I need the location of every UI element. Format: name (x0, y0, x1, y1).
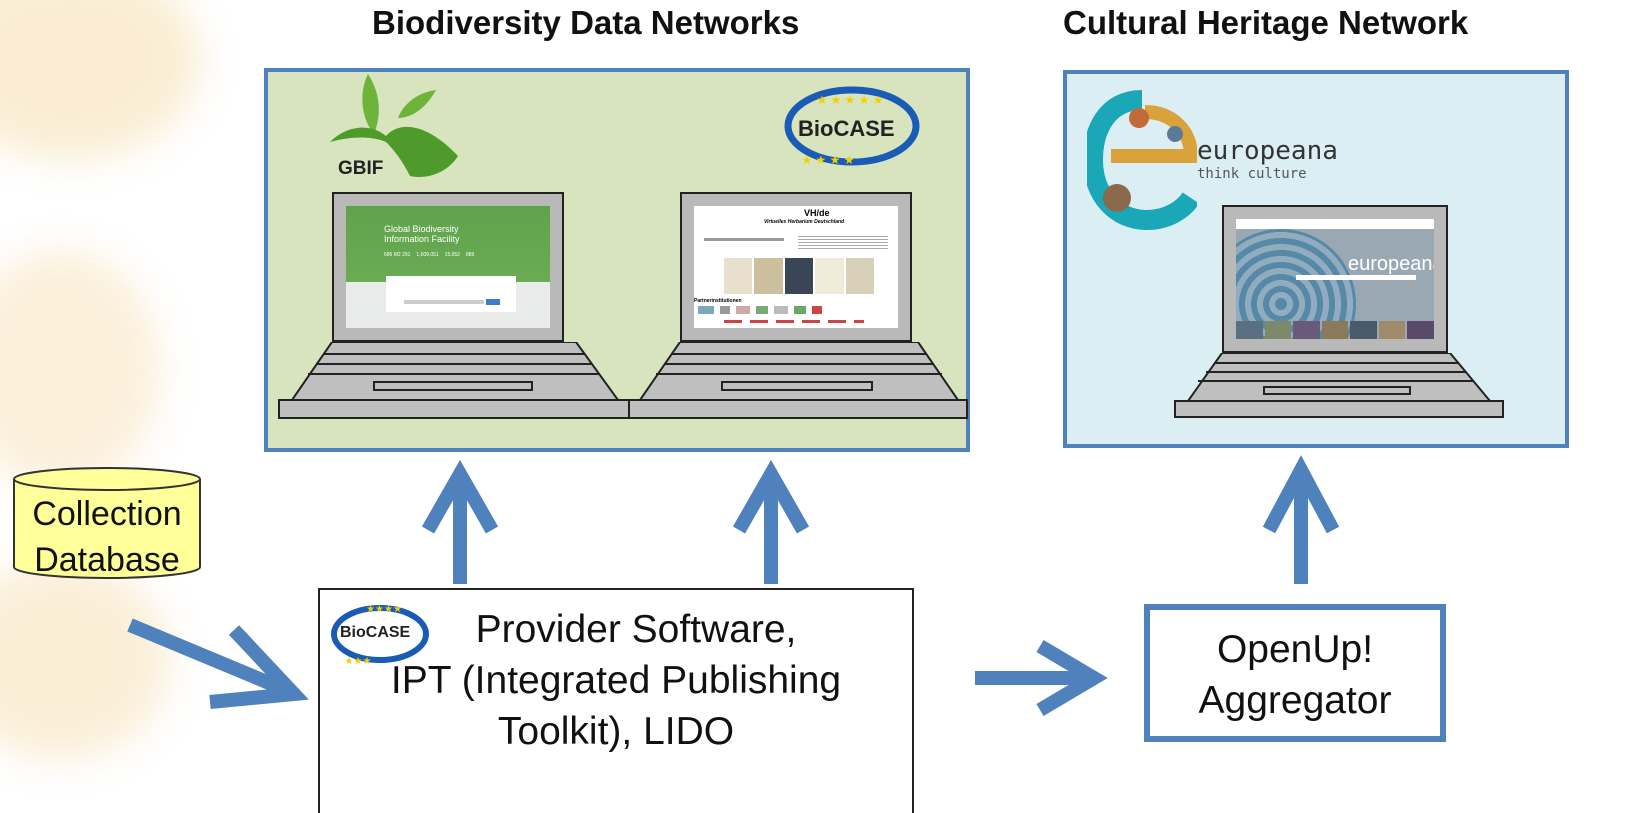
laptop-vhde: VH/de Virtuelles Herbarium Deutschland P… (628, 192, 968, 422)
background-blob (0, 250, 160, 490)
laptop-screen-frame: Global Biodiversity Information Facility… (332, 192, 564, 342)
svg-text:★★★: ★★★ (345, 656, 372, 667)
database-label-line1: Collection (32, 495, 182, 533)
laptop-screen-frame: europeana (1222, 205, 1448, 353)
vh-screen-partners-label: Partnerinstitutionen (694, 298, 742, 304)
vh-screen-subtitle: Virtuelles Herbarium Deutschland (764, 219, 845, 225)
aggregator-box: OpenUp! Aggregator (1144, 604, 1446, 742)
aggregator-line1: OpenUp! (1216, 628, 1374, 671)
europeana-logo-name: europeana (1197, 136, 1338, 166)
provider-line1: Provider Software, (475, 608, 797, 651)
arrow-provider-to-aggregator (975, 639, 1108, 717)
collection-database: Collection Database (12, 465, 202, 580)
svg-text:★ ★ ★ ★: ★ ★ ★ ★ (801, 153, 854, 167)
gbif-screen-stats: 686 M2 291 1,609,051 15,052 889 (384, 252, 475, 258)
laptop-keyboard-base (628, 342, 968, 419)
biocase-logo: ★ ★ ★ ★ ★ ★ ★ ★ ★ (780, 82, 920, 170)
europeana-logo (1082, 90, 1200, 231)
biocase-small-logo: ★★★★ ★★★ BioCASE (328, 598, 432, 670)
arrow-provider-to-biocase (732, 459, 810, 584)
biodiversity-title: Biodiversity Data Networks (372, 4, 800, 41)
gbif-screen-heading: Global Biodiversity Information Facility (384, 224, 460, 244)
vhde-website-screenshot: VH/de Virtuelles Herbarium Deutschland P… (694, 206, 898, 328)
laptop-screen-frame: VH/de Virtuelles Herbarium Deutschland P… (680, 192, 912, 342)
laptop-keyboard-base (1174, 353, 1504, 418)
biocase-logo-text: BioCASE (798, 116, 895, 141)
europeana-logo-tagline: think culture (1197, 166, 1307, 182)
database-label-line2: Database (34, 541, 180, 579)
provider-software-box: ★★★★ ★★★ BioCASE Provider Software, IPT … (318, 588, 914, 813)
europeana-screen-wordmark: europeana (1348, 253, 1434, 275)
gbif-logo (328, 72, 468, 182)
aggregator-line2: Aggregator (1198, 679, 1392, 722)
background-blob (0, 560, 170, 760)
arrow-provider-to-gbif (421, 459, 499, 584)
arrow-database-to-provider (127, 618, 309, 709)
svg-text:★ ★ ★ ★ ★: ★ ★ ★ ★ ★ (816, 93, 883, 107)
provider-line2: IPT (Integrated Publishing (390, 659, 842, 702)
svg-text:★★★★: ★★★★ (366, 604, 402, 615)
cultural-title: Cultural Heritage Network (1063, 4, 1469, 41)
vh-screen-title: VH/de (804, 208, 830, 218)
europeana-website-screenshot: europeana (1236, 219, 1434, 339)
gbif-logo-text: GBIF (338, 158, 384, 179)
laptop-keyboard-base (278, 342, 630, 419)
biocase-small-logo-text: BioCASE (340, 624, 411, 641)
arrow-aggregator-to-europeana (1262, 455, 1340, 584)
laptop-gbif: Global Biodiversity Information Facility… (278, 192, 630, 422)
provider-line3: Toolkit), LIDO (497, 710, 735, 753)
gbif-website-screenshot: Global Biodiversity Information Facility… (346, 206, 550, 328)
laptop-europeana: europeana (1174, 205, 1504, 420)
